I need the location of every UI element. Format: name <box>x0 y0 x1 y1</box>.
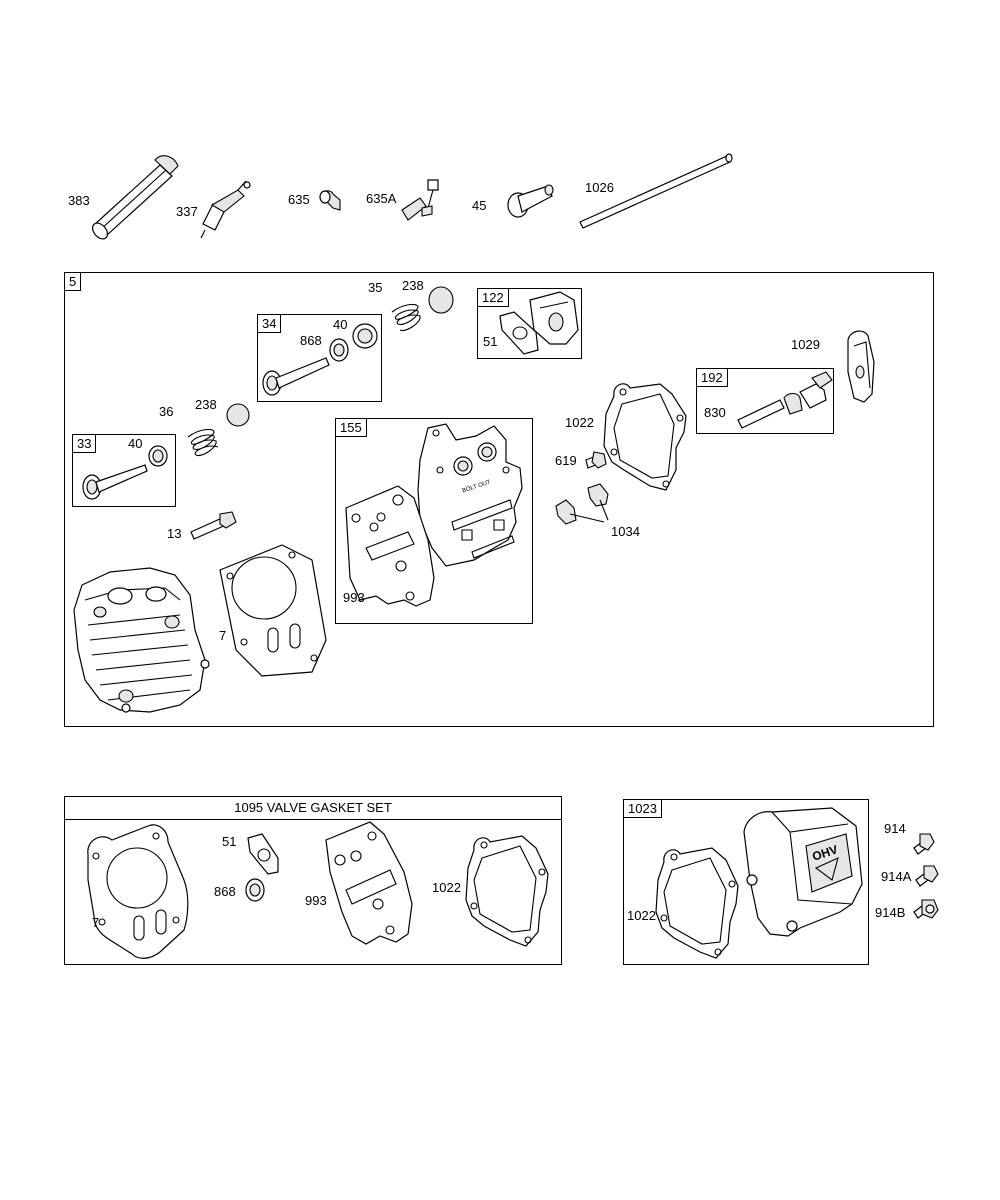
subassembly-192-tag: 192 <box>696 368 728 387</box>
set-valve-seal-868 <box>246 879 264 901</box>
callout-619: 619 <box>555 453 577 468</box>
cover-kit-1023-frame: 1023 <box>623 799 869 965</box>
rocker-stud-830 <box>738 372 832 428</box>
spark-plug-337 <box>201 181 250 238</box>
set-callout-993: 993 <box>305 893 327 908</box>
assembly-5-frame: 5 <box>64 272 934 727</box>
callout-1026: 1026 <box>585 180 614 195</box>
gasket-kit-155 <box>418 424 522 566</box>
set-callout-51: 51 <box>222 834 237 849</box>
push-rod-1026 <box>580 154 732 228</box>
head-gasket-7 <box>220 545 326 676</box>
callout-40-upper: 40 <box>333 317 348 332</box>
subassembly-155-tag: 155 <box>335 418 367 437</box>
subassembly-155-frame: 155 <box>335 418 533 624</box>
callout-337: 337 <box>176 204 198 219</box>
subassembly-34-frame: 34 <box>257 314 382 402</box>
set-valve-cover-gasket-1022 <box>466 836 548 946</box>
leader-1034-a <box>570 514 604 522</box>
connector-635a <box>402 180 438 220</box>
set-callout-1022: 1022 <box>432 880 461 895</box>
callout-868: 868 <box>300 333 322 348</box>
callout-383: 383 <box>68 193 90 208</box>
cover-screw-914a <box>916 866 938 886</box>
callout-7: 7 <box>219 628 227 643</box>
subassembly-33-tag: 33 <box>72 434 97 453</box>
callout-1022: 1022 <box>565 415 594 430</box>
valve-seal-868 <box>330 339 348 361</box>
set-push-rod-gasket-993 <box>326 822 412 944</box>
callout-238-left: 238 <box>195 397 217 412</box>
kit-callout-914b: 914B <box>875 905 906 920</box>
callout-13: 13 <box>167 526 182 541</box>
valve-cap-40-upper <box>353 324 377 348</box>
rocker-clip-1034-a <box>556 500 576 524</box>
callout-51: 51 <box>483 334 498 349</box>
push-rod-gasket-993 <box>346 486 434 606</box>
cylinder-head <box>74 568 209 712</box>
cover-kit-1023-tag: 1023 <box>623 799 662 818</box>
callout-635a: 635A <box>366 191 397 206</box>
callout-1034: 1034 <box>611 524 640 539</box>
subassembly-122-tag: 122 <box>477 288 509 307</box>
screw-619 <box>586 452 606 468</box>
callout-1029: 1029 <box>791 337 820 352</box>
valve-spring-36 <box>188 429 218 455</box>
subassembly-192-frame: 192 <box>696 368 834 434</box>
kit-valve-cover-gasket-1022 <box>656 848 738 958</box>
valve-cover-gasket-1022 <box>604 384 686 490</box>
set-callout-7: 7 <box>92 915 100 930</box>
set-head-gasket-7 <box>88 825 188 958</box>
gasket-set-1095-frame: 1095 VALVE GASKET SET <box>64 796 562 965</box>
set-breather-gasket-51 <box>248 834 278 874</box>
callout-35: 35 <box>368 280 383 295</box>
valve-cover-1023 <box>744 808 862 936</box>
callout-40-lower: 40 <box>128 436 143 451</box>
callout-36: 36 <box>159 404 174 419</box>
valve-spring-35 <box>392 304 420 330</box>
breather-gasket-51 <box>500 312 538 354</box>
kit-callout-914a: 914A <box>881 869 912 884</box>
valve-cap-238-left <box>227 404 249 426</box>
intake-valve-34 <box>263 358 329 395</box>
kit-callout-914: 914 <box>884 821 906 836</box>
kit-callout-1022: 1022 <box>627 908 656 923</box>
breather-122 <box>530 292 578 344</box>
callout-993: 993 <box>343 590 365 605</box>
spark-plug-boot-635 <box>320 191 340 210</box>
callout-238-upper: 238 <box>402 278 424 293</box>
assembly-5-tag: 5 <box>64 272 82 291</box>
cover-screw-914 <box>914 834 934 854</box>
head-bolt-13 <box>191 512 236 539</box>
callout-830: 830 <box>704 405 726 420</box>
set-callout-868: 868 <box>214 884 236 899</box>
callout-635: 635 <box>288 192 310 207</box>
callout-45: 45 <box>472 198 487 213</box>
rocker-arm-1029 <box>848 331 874 402</box>
subassembly-34-tag: 34 <box>257 314 282 333</box>
leader-1034-b <box>600 500 608 520</box>
cover-screw-914b <box>914 900 938 918</box>
subassembly-33-frame: 33 <box>72 434 176 507</box>
valve-cap-238-upper <box>429 287 453 313</box>
gasket-set-title: 1095 VALVE GASKET SET <box>65 797 561 820</box>
rocker-clip-1034-b <box>588 484 608 506</box>
subassembly-122-frame: 122 <box>477 288 582 359</box>
valve-tappet-45 <box>508 185 553 217</box>
spark-plug-wrench-383 <box>90 156 178 242</box>
exhaust-valve-33 <box>83 446 167 499</box>
